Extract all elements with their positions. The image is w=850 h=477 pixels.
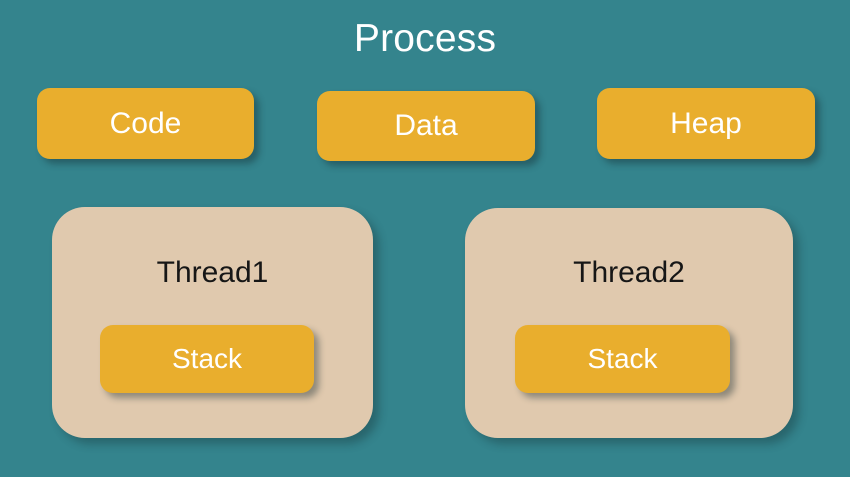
page-title: Process — [353, 17, 497, 60]
thread-2-stack-label: Stack — [587, 343, 658, 374]
memory-segment-code-label: Code — [109, 106, 182, 140]
thread-1-label: Thread1 — [156, 256, 269, 289]
thread-2-label: Thread2 — [573, 256, 685, 289]
memory-segment-heap-label: Heap — [670, 106, 742, 140]
thread-container-1 — [52, 207, 373, 438]
thread-2-stack: Stack — [515, 325, 730, 393]
thread-container-2 — [465, 208, 793, 438]
memory-segment-heap: Heap — [597, 88, 815, 159]
thread-2-label-wrap: Thread2 — [465, 256, 793, 290]
thread-1-stack: Stack — [100, 325, 314, 393]
thread-1-stack-label: Stack — [171, 343, 243, 374]
thread-1-label-wrap: Thread1 — [52, 256, 373, 290]
memory-segment-data-label: Data — [394, 109, 458, 142]
memory-segment-data: Data — [317, 91, 535, 161]
memory-segment-code: Code — [37, 88, 254, 159]
